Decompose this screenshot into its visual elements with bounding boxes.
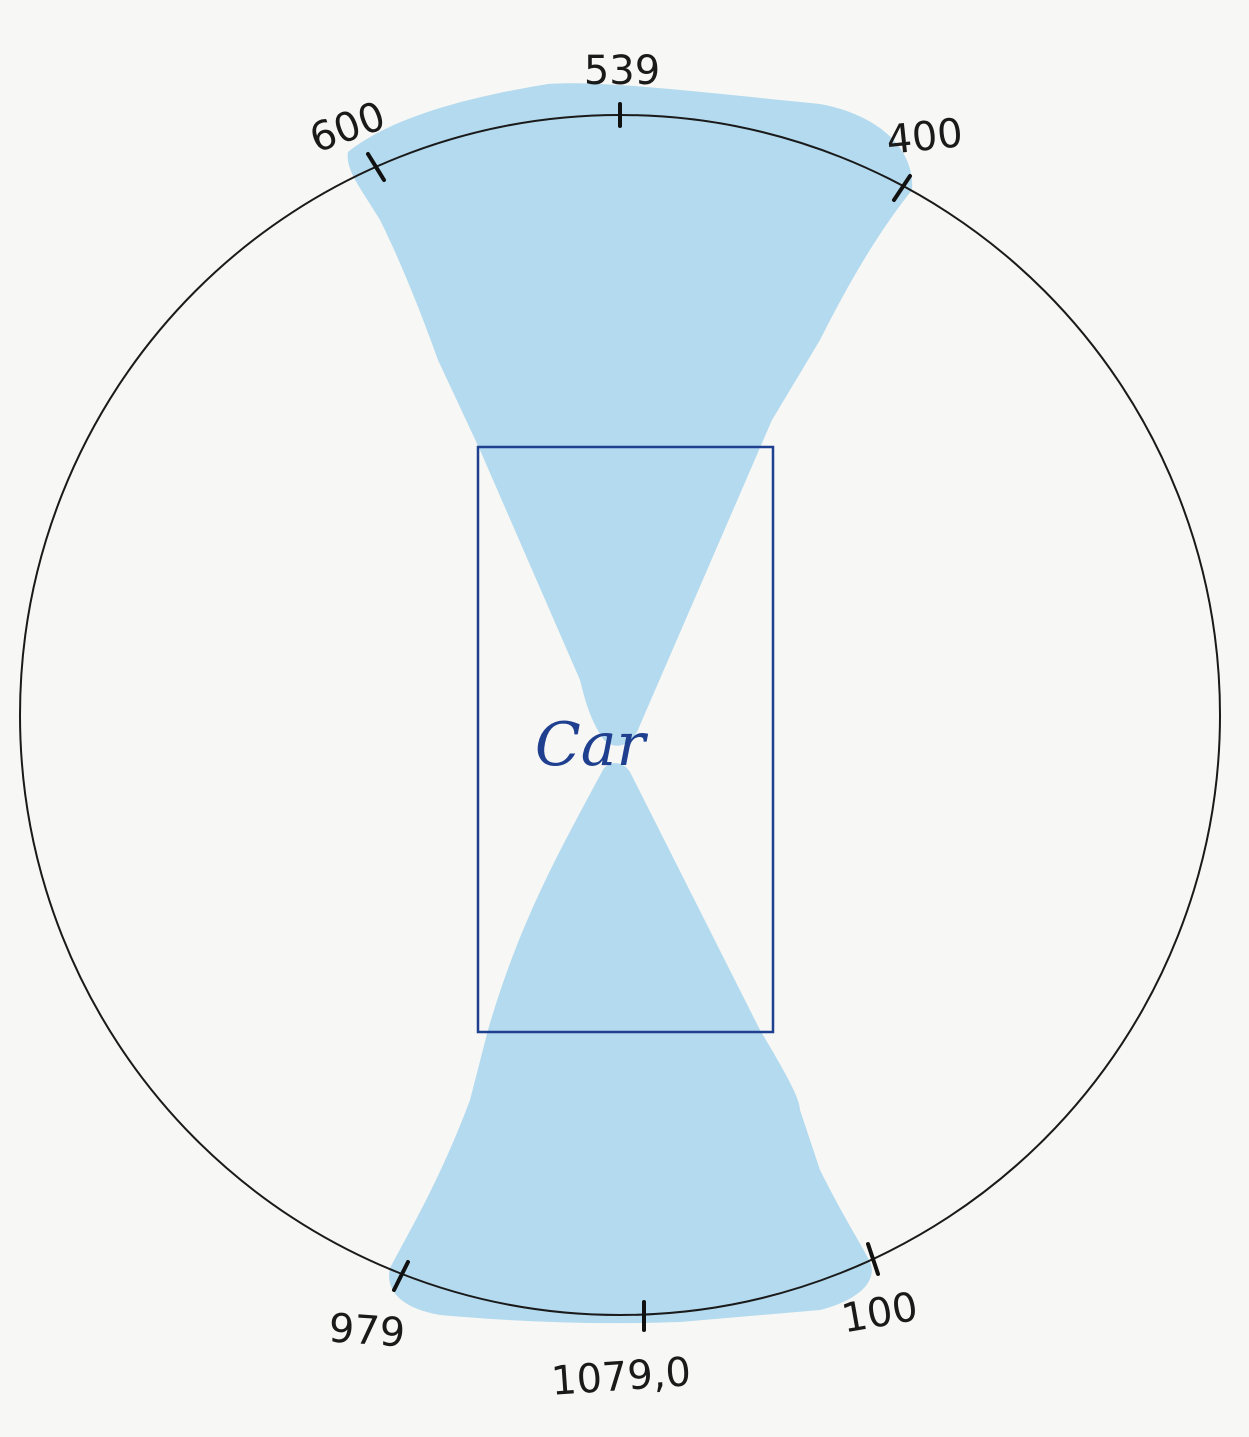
- lower-coverage-sector: [389, 763, 872, 1324]
- tick-label-539: 539: [584, 48, 660, 94]
- tick-label-1079: 1079,0: [550, 1349, 693, 1405]
- tick-mark-979: [392, 1260, 410, 1292]
- tick-mark-600: [366, 152, 386, 182]
- car-label: Car: [535, 710, 649, 780]
- tick-label-979: 979: [327, 1305, 406, 1356]
- car-box: [476, 445, 775, 1034]
- tick-label-400: 400: [884, 110, 965, 164]
- tick-mark-400: [892, 174, 912, 202]
- tick-mark-100: [866, 1242, 880, 1276]
- upper-coverage-sector: [347, 83, 913, 746]
